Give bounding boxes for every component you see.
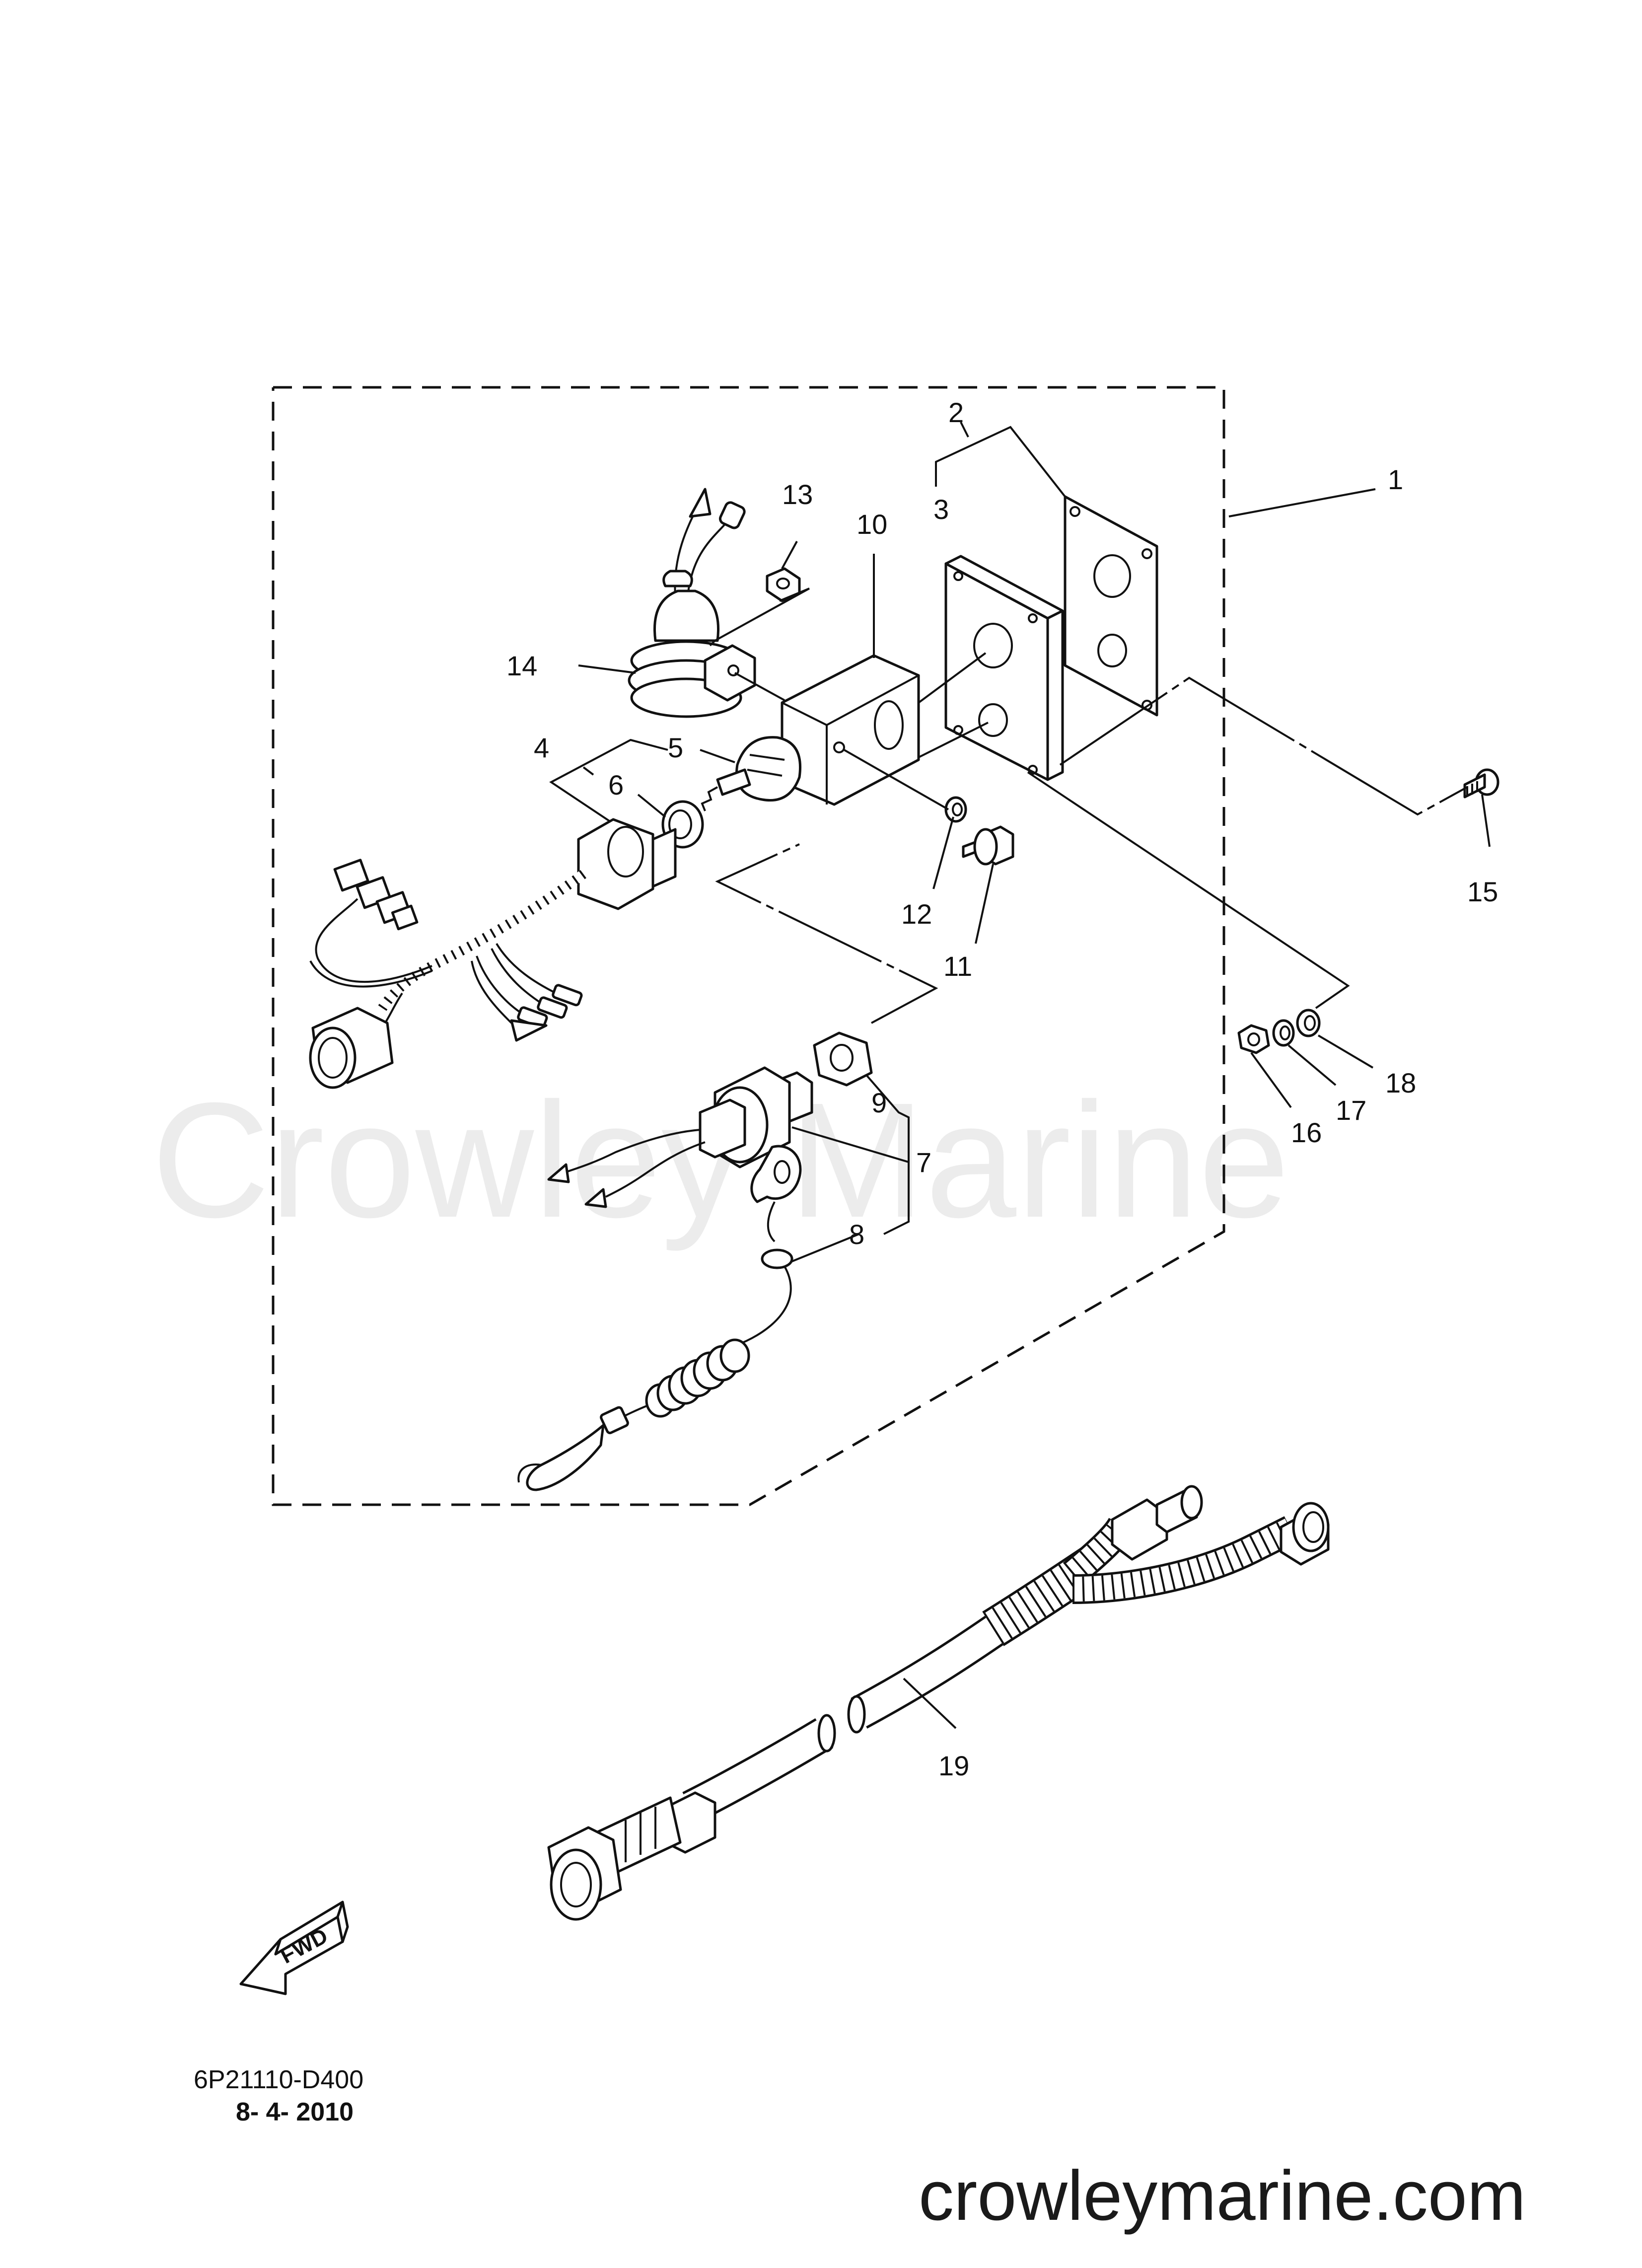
callout-11: 11 [943,951,972,982]
callout-1: 1 [1388,464,1403,495]
callout-18: 18 [1385,1067,1416,1098]
part-8-lanyard [517,1145,802,1491]
callout-2: 2 [948,397,964,428]
part-2-gasket [1064,495,1158,717]
part-4-switch-harness [309,818,677,1089]
fwd-arrow-icon: FWD [239,1901,349,1995]
part-16-nut [1237,1024,1270,1054]
callout-15: 15 [1467,876,1498,907]
callout-14: 14 [506,650,537,681]
callout-8: 8 [849,1219,864,1250]
callout-4: 4 [534,732,549,763]
callout-9: 9 [871,1087,887,1118]
part-18-washer [1296,1009,1321,1037]
part-9-nut [813,1031,873,1087]
callout-12: 12 [901,898,932,930]
diagram-code: 6P21110-D400 [194,2065,363,2094]
diagram-date: 8- 4- 2010 [236,2098,354,2126]
callout-6: 6 [608,769,624,801]
part-17-lock-washer [1272,1019,1295,1047]
callout-19: 19 [938,1750,969,1781]
callout-7: 7 [916,1147,931,1178]
part-5-key [701,736,801,811]
callout-17: 17 [1336,1095,1366,1126]
part-10-bracket [781,654,920,806]
callout-10: 10 [857,509,887,540]
part-15-screw [1463,768,1499,799]
part-12-washer [944,796,967,823]
callout-16: 16 [1291,1117,1322,1148]
part-14-grommet [628,488,756,718]
callout-5: 5 [668,732,683,763]
part-19-extension-harness [547,1485,1330,1921]
callout-13: 13 [782,479,813,510]
assembly-boundary [272,386,1225,1506]
part-3-plate [944,555,1064,781]
site-url: crowleymarine.com [919,2156,1526,2235]
callout-3: 3 [933,494,949,525]
part-7-stop-switch [547,1066,813,1208]
part-11-bolt [962,825,1014,866]
leader-lines [549,422,1491,1729]
